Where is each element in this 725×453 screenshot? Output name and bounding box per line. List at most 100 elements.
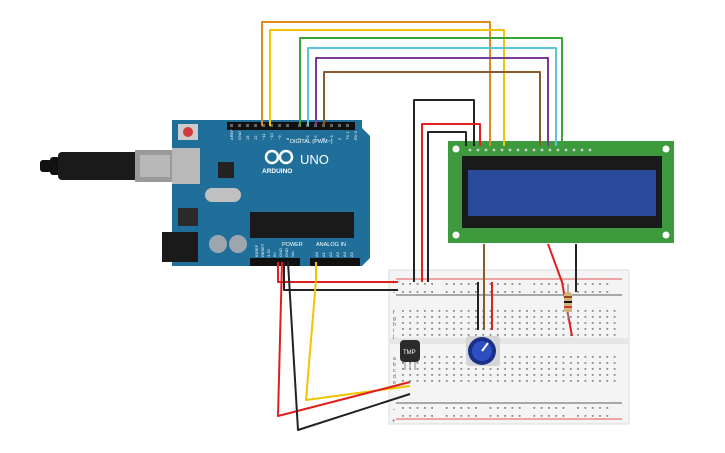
breadboard-hole [526, 328, 528, 330]
breadboard-hole [453, 362, 455, 364]
breadboard-hole [489, 407, 492, 409]
breadboard-hole [584, 322, 587, 324]
breadboard-hole [599, 322, 601, 324]
breadboard-hole [467, 407, 470, 409]
breadboard-hole [606, 356, 609, 358]
breadboard-hole [599, 291, 601, 293]
breadboard-hole [511, 374, 514, 376]
breadboard-hole [569, 322, 572, 324]
breadboard-hole [613, 334, 616, 336]
breadboard-hole [496, 283, 499, 285]
breadboard-hole [599, 380, 601, 382]
breadboard-hole [460, 374, 463, 376]
breadboard-hole [402, 374, 404, 376]
breadboard-hole [518, 356, 521, 358]
breadboard-hole [569, 362, 572, 364]
breadboard-hole [577, 362, 579, 364]
breadboard-hole [489, 322, 492, 324]
breadboard-hole [548, 283, 550, 285]
breadboard-hole [555, 291, 558, 293]
breadboard-hole [562, 374, 565, 376]
breadboard-hole [555, 374, 558, 376]
breadboard-hole [453, 380, 455, 382]
wire-red-lcd-vcc [421, 123, 481, 282]
breadboard-hole [533, 334, 536, 336]
breadboard-hole [453, 415, 455, 417]
breadboard-hole [402, 368, 404, 370]
breadboard-hole [548, 368, 550, 370]
breadboard-hole [540, 415, 543, 417]
breadboard-hole [438, 374, 441, 376]
breadboard-hole [613, 356, 616, 358]
breadboard-hole [606, 291, 609, 293]
breadboard-hole [562, 283, 565, 285]
breadboard-hole [489, 291, 492, 293]
breadboard-hole [540, 374, 543, 376]
breadboard-hole [606, 283, 609, 285]
breadboard-hole [562, 380, 565, 382]
breadboard-hole [438, 356, 441, 358]
breadboard-hole [453, 328, 455, 330]
breadboard-hole [591, 322, 594, 324]
breadboard-hole [577, 310, 579, 312]
breadboard-hole [453, 356, 455, 358]
breadboard-hole [445, 374, 448, 376]
breadboard-hole [511, 291, 514, 293]
breadboard-hole [555, 368, 558, 370]
breadboard-hole [504, 334, 506, 336]
breadboard-hole [613, 380, 616, 382]
svg-text:13: 13 [245, 135, 250, 140]
breadboard-hole [496, 310, 499, 312]
breadboard-hole [438, 380, 441, 382]
pin-labels-power: IOREF RESET 3.3V 5V GND GND Vin [254, 243, 295, 257]
breadboard-hole [453, 374, 455, 376]
breadboard-hole [540, 322, 543, 324]
potentiometer[interactable] [466, 336, 500, 366]
breadboard-hole [402, 283, 404, 285]
breadboard-hole [518, 407, 521, 409]
breadboard-hole [423, 310, 426, 312]
breadboard-hole [555, 283, 558, 285]
breadboard-hole [460, 415, 463, 417]
pin-labels-analog: A0 A1 A2 A3 A4 A5 [314, 251, 354, 257]
wire-brown [323, 71, 541, 146]
breadboard-hole [445, 283, 448, 285]
breadboard-hole [569, 316, 572, 318]
breadboard-hole [533, 362, 536, 364]
breadboard-hole [489, 380, 492, 382]
breadboard-hole [445, 334, 448, 336]
breadboard-hole [409, 291, 412, 293]
breadboard-hole [606, 407, 609, 409]
breadboard-hole [606, 328, 609, 330]
breadboard-hole [460, 316, 463, 318]
breadboard-hole [423, 283, 426, 285]
breadboard-hole [540, 356, 543, 358]
breadboard-hole [540, 328, 543, 330]
svg-text:e: e [393, 380, 396, 386]
svg-text:f: f [393, 310, 395, 316]
breadboard-hole [416, 334, 419, 336]
breadboard-hole [467, 322, 470, 324]
breadboard-hole [423, 291, 426, 293]
reset-button[interactable] [183, 127, 193, 137]
breadboard-hole [577, 380, 579, 382]
svg-text:GND: GND [284, 248, 289, 257]
breadboard-hole [431, 310, 433, 312]
arduino-uno-board: ARDUINO UNO DIGITAL (PWM~) POWER ANALOG … [162, 120, 370, 266]
breadboard-hole [496, 374, 499, 376]
breadboard-hole [606, 380, 609, 382]
breadboard-hole [518, 415, 521, 417]
breadboard-hole [518, 334, 521, 336]
breadboard-hole [533, 291, 536, 293]
breadboard-hole [423, 368, 426, 370]
breadboard-hole [416, 368, 419, 370]
breadboard-hole [496, 407, 499, 409]
breadboard-hole [518, 283, 521, 285]
breadboard-hole [555, 356, 558, 358]
breadboard-hole [599, 407, 601, 409]
breadboard-hole [599, 362, 601, 364]
breadboard-hole [511, 407, 514, 409]
breadboard-hole [489, 334, 492, 336]
breadboard-hole [613, 374, 616, 376]
breadboard-hole [562, 368, 565, 370]
